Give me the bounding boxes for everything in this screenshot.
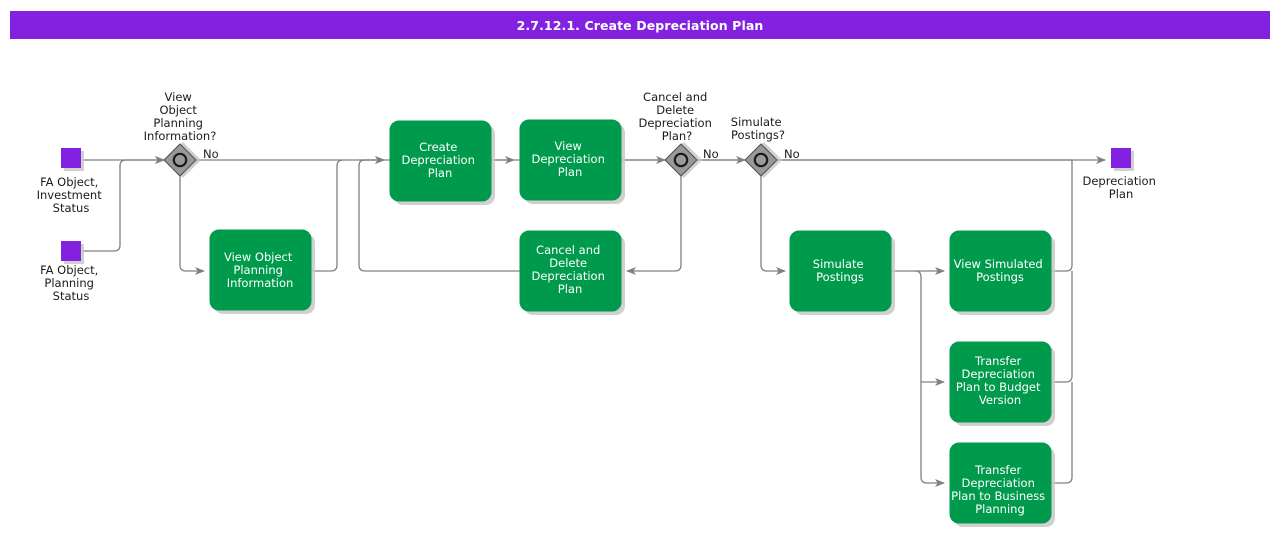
gateway-branch-label: No <box>203 147 219 161</box>
process-box[interactable] <box>519 119 622 201</box>
end-event-square[interactable] <box>1111 148 1131 168</box>
flow-gw3-to-simulate-postings <box>760 176 786 275</box>
process-simulate-postings[interactable]: Simulate Postings <box>789 230 895 315</box>
gateway-branch-label: No <box>703 147 719 161</box>
flow-start-planning-to-gw1 <box>82 156 165 252</box>
gateway-label: View Object Planning Information? <box>144 90 217 143</box>
process-box[interactable] <box>389 120 492 202</box>
gateway-simulate-postings[interactable]: Simulate Postings? No <box>731 115 800 178</box>
start-event-square[interactable] <box>61 148 81 168</box>
process-label: View Object Planning Information <box>224 250 296 290</box>
end-event-depreciation-plan[interactable]: Depreciation Plan <box>1082 148 1159 201</box>
flow-cancel-delete-to-create <box>358 156 520 272</box>
process-label: View Simulated Postings <box>954 257 1047 284</box>
flow-simulate-postings-branch-bus <box>890 270 945 487</box>
process-box[interactable] <box>949 230 1052 312</box>
process-box[interactable] <box>789 230 892 312</box>
process-label: Simulate Postings <box>813 257 867 284</box>
page-title: 2.7.12.1. Create Depreciation Plan <box>516 17 764 33</box>
process-box[interactable] <box>949 442 1052 524</box>
start-event-fa-investment-status[interactable]: FA Object, Investment Status <box>37 148 106 215</box>
gateway-branch-label: No <box>784 147 800 161</box>
gateway-label: Simulate Postings? <box>731 115 785 142</box>
process-box[interactable] <box>209 229 312 311</box>
flow-connectors <box>82 156 1106 487</box>
flow-gw2-to-cancel-delete <box>626 176 682 275</box>
process-view-object-planning-information[interactable]: View Object Planning Information <box>209 229 315 314</box>
process-view-depreciation-plan[interactable]: View Depreciation Plan <box>519 119 625 204</box>
start-event-label: FA Object, Planning Status <box>40 263 102 303</box>
flow-view-simulated-to-merge <box>1051 160 1073 272</box>
process-label: Cancel and Delete Depreciation Plan <box>531 243 608 296</box>
end-event-label: Depreciation Plan <box>1082 174 1159 201</box>
process-label: Transfer Depreciation Plan to Business P… <box>951 463 1049 516</box>
process-label: View Depreciation Plan <box>531 139 608 179</box>
gateway-inclusive-circle <box>673 152 689 168</box>
process-transfer-depreciation-plan-to-budget-version[interactable]: Transfer Depreciation Plan to Budget Ver… <box>949 341 1055 426</box>
gateway-label: Cancel and Delete Depreciation Plan? <box>638 90 715 143</box>
flow-transfer-business-to-merge <box>1051 382 1073 484</box>
gateway-view-object-planning-information[interactable]: View Object Planning Information? No <box>144 90 219 178</box>
process-box[interactable] <box>519 230 622 312</box>
process-label: Transfer Depreciation Plan to Budget Ver… <box>956 354 1044 407</box>
flow-gw1-to-view-object-planning <box>179 176 205 275</box>
start-event-label: FA Object, Investment Status <box>37 175 106 215</box>
flow-view-object-planning-to-main <box>311 159 344 272</box>
gateway-cancel-and-delete-depreciation-plan[interactable]: Cancel and Delete Depreciation Plan? No <box>638 90 719 178</box>
start-event-fa-planning-status[interactable]: FA Object, Planning Status <box>40 241 102 303</box>
process-label: Create Depreciation Plan <box>401 140 478 180</box>
gateway-inclusive-circle <box>172 152 188 168</box>
flow-transfer-budget-to-merge <box>1051 271 1073 383</box>
start-event-square[interactable] <box>61 241 81 261</box>
diagram-title-bar: 2.7.12.1. Create Depreciation Plan <box>10 11 1270 39</box>
process-create-depreciation-plan[interactable]: Create Depreciation Plan <box>389 120 495 205</box>
process-cancel-and-delete-depreciation-plan[interactable]: Cancel and Delete Depreciation Plan <box>519 230 625 315</box>
gateway-inclusive-circle <box>753 152 769 168</box>
process-view-simulated-postings[interactable]: View Simulated Postings <box>949 230 1055 315</box>
process-box[interactable] <box>949 341 1052 423</box>
process-transfer-depreciation-plan-to-business-planning[interactable]: Transfer Depreciation Plan to Business P… <box>949 442 1055 527</box>
